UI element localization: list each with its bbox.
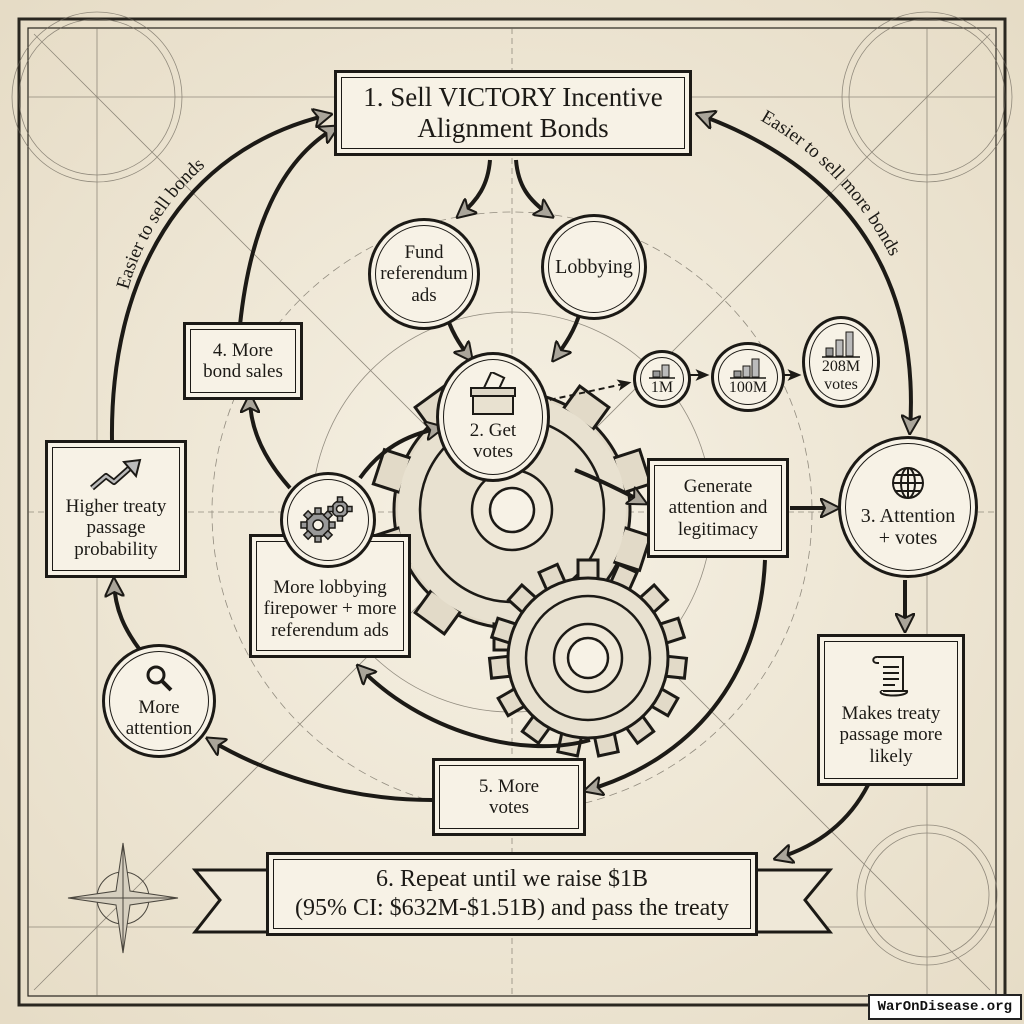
title-line-2: Alignment Bonds [417,113,609,143]
watermark-link[interactable]: WarOnDisease.org [867,994,1022,1020]
node-label: votes [472,441,514,462]
node-generate-attention: Generate attention and legitimacy [647,458,789,558]
node-more-lobbying-firepower: More lobbying firepower + more referendu… [249,534,411,658]
bar-chart-icon [822,331,860,358]
gears-icon [300,496,353,543]
bar-chart-icon [649,364,675,379]
node-label: 2. Get [469,419,517,441]
banner-line-1: 6. Repeat until we raise $1B [376,866,648,893]
node-label: Higher treaty [65,496,167,518]
node-label: probability [74,538,158,560]
globe-icon [892,466,924,499]
compass-rose-icon [67,842,179,954]
arrow-bond-sales-to-title [238,128,335,326]
node-makes-treaty-likely: Makes treaty passage more likely [817,634,965,786]
node-label: bond sales [203,361,283,382]
node-fund-referendum-ads: Fund referendum ads [368,218,480,330]
arrow-higher-treaty-to-title [109,115,328,441]
arrow-more-attention-to-higher-treaty [114,582,142,652]
banner-ribbon-tails [191,868,834,934]
node-label: attention [125,718,193,739]
node-label: firepower + more [263,598,397,620]
node-label: Lobbying [555,255,633,278]
arrow-title-to-fund-ads [460,159,492,215]
node-label: passage [86,517,146,539]
arrow-gears-to-get-votes [358,428,440,480]
small-gear-icon [487,558,689,758]
vote-count-unit: votes [824,376,858,393]
node-label: 3. Attention [860,504,956,527]
vote-growth-100m: 100M [711,342,785,412]
node-more-attention: More attention [102,644,216,758]
node-more-votes: 5. More votes [432,758,586,836]
title-box-sell-bonds: 1. Sell VICTORY Incentive Alignment Bond… [334,70,692,156]
banner-line-2: (95% CI: $632M-$1.51B) and pass the trea… [295,895,729,921]
arrow-generate-to-more-votes [588,559,767,790]
banner-repeat-until-1b: 6. Repeat until we raise $1B (95% CI: $6… [266,852,758,936]
node-get-votes: 2. Get votes [436,352,550,482]
arrow-makes-treaty-to-banner [778,784,870,858]
node-label: ads [411,284,437,306]
ballot-box-icon [470,371,516,415]
node-label: passage more [839,724,943,746]
node-lobbying: Lobbying [541,214,647,320]
node-label: legitimacy [677,518,759,540]
node-label: 5. More [478,775,540,797]
arrow-gears-to-bond-sales [250,398,292,490]
trend-up-arrow-icon [90,458,142,491]
vote-growth-1m: 1M [633,350,691,408]
arrow-title-to-attention [700,115,911,430]
node-label: + votes [878,527,938,549]
vote-count-label: 1M [650,379,674,397]
node-label: Makes treaty [841,703,941,725]
node-label: More lobbying [273,577,387,599]
node-label: Fund [404,242,444,264]
arrow-more-votes-to-more-attention [210,740,433,802]
magnifying-glass-icon [146,665,173,692]
node-label: 4. More [212,339,274,361]
vote-growth-208m: 208M votes [802,316,880,408]
bar-chart-icon [730,358,766,379]
arrow-gear-loop-to-lobbying [360,668,591,749]
vote-count-label: 208M [821,358,861,376]
node-gears-circle [280,472,376,568]
node-label: likely [869,745,913,767]
node-label: referendum ads [271,619,389,641]
flow-arrows [112,115,911,858]
arrow-title-to-lobbying [514,159,550,215]
node-attention-votes: 3. Attention + votes [838,436,978,578]
node-higher-treaty-probability: Higher treaty passage probability [45,440,187,578]
title-line-1: 1. Sell VICTORY Incentive [363,81,663,112]
node-label: Generate [683,476,753,498]
arrow-get-votes-to-generate [574,468,643,502]
vote-count-label: 100M [728,379,768,397]
node-label: More [138,696,180,718]
node-label: referendum [380,263,468,285]
node-more-bond-sales: 4. More bond sales [183,322,303,400]
node-label: attention and [668,497,768,519]
node-label: votes [488,797,530,818]
scroll-icon [872,656,909,697]
